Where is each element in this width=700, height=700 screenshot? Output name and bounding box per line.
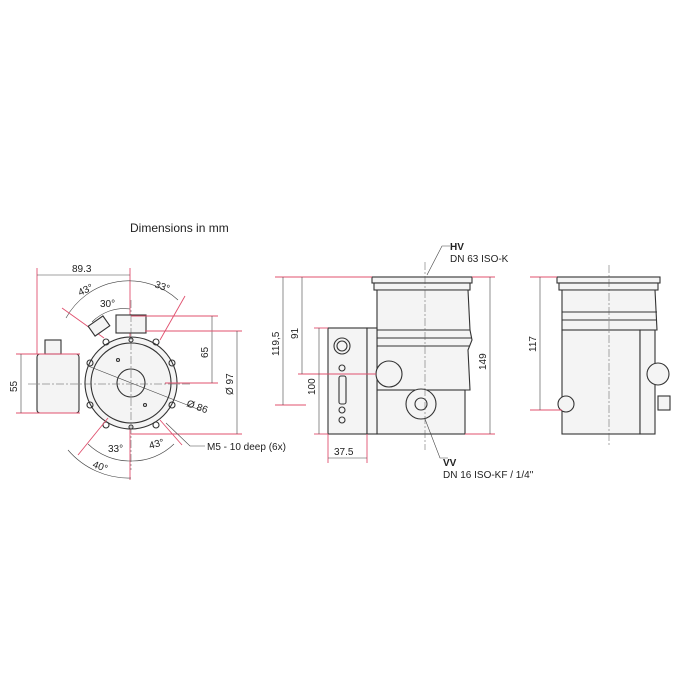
hv-spec: DN 63 ISO-K <box>450 254 509 265</box>
angle-33-top: 33° <box>153 279 171 295</box>
vent-knob <box>375 360 403 388</box>
dim-89-3: 89.3 <box>72 264 92 275</box>
dim-91: 91 <box>290 327 301 339</box>
dim-149: 149 <box>478 353 489 370</box>
rear-view: 117 <box>528 265 671 445</box>
side-view: 119,5 91 100 149 37.5 HV DN 63 ISO-K VV … <box>271 242 534 481</box>
dim-55: 55 <box>9 380 20 392</box>
angle-40-bottom: 40° <box>91 459 109 475</box>
fore-vacuum-port <box>405 388 437 420</box>
thread-note: M5 - 10 deep (6x) <box>207 442 286 453</box>
dim-119-5: 119,5 <box>271 331 282 356</box>
angle-33-bottom: 33° <box>108 444 123 455</box>
dim-37-5: 37.5 <box>334 447 354 458</box>
cable-gland <box>44 339 62 355</box>
dim-diameter-86: Ø 86 <box>185 398 210 416</box>
angle-43-bottom: 43° <box>148 437 165 452</box>
dim-65: 65 <box>200 346 211 358</box>
bore <box>116 368 146 398</box>
dim-100: 100 <box>307 378 318 395</box>
vv-label: VV <box>443 458 457 469</box>
angle-30: 30° <box>100 299 115 310</box>
front-view: 89.3 43° 33° 30° 55 65 Ø 97 Ø 86 33° 43°… <box>9 264 286 480</box>
hv-label: HV <box>450 242 464 253</box>
rear-body <box>561 329 641 435</box>
dim-117: 117 <box>528 336 539 352</box>
vv-spec: DN 16 ISO-KF / 1/4" <box>443 470 534 481</box>
motor-connector-housing <box>36 353 80 414</box>
drawing-title: Dimensions in mm <box>130 221 229 235</box>
dim-diameter-97: Ø 97 <box>225 373 236 395</box>
angle-43-top: 43° <box>77 282 95 298</box>
